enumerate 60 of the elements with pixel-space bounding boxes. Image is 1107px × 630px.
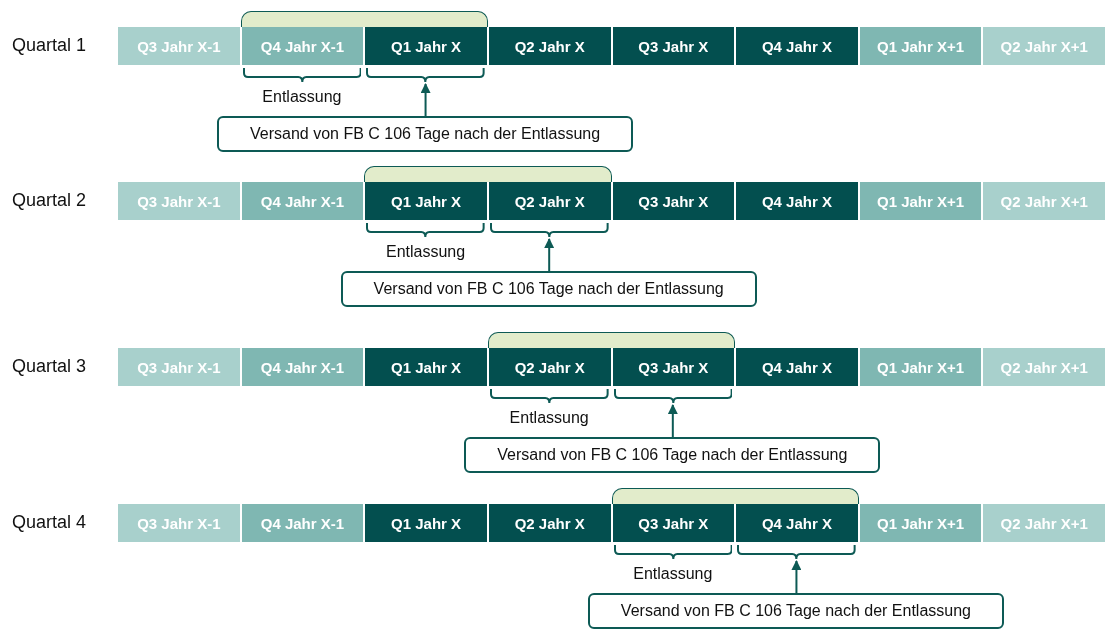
- quarter-cell: Q4 Jahr X-1: [241, 348, 364, 386]
- quarter-cell: Q3 Jahr X: [612, 348, 735, 386]
- bracket-label: Entlassung: [386, 243, 466, 261]
- highlight-tab: [611, 488, 859, 504]
- quarter-cell: Q1 Jahr X+1: [859, 182, 982, 220]
- callout-box: Versand von FB C 106 Tage nach der Entlassung: [587, 593, 1004, 629]
- quarter-cell: Q4 Jahr X: [736, 27, 858, 65]
- arrow: [544, 238, 555, 272]
- quarter-cell: Q2 Jahr X+1: [983, 504, 1105, 542]
- bracket-label: Entlassung: [633, 565, 713, 583]
- bracket-label: Entlassung: [262, 88, 342, 106]
- curly-bracket: [613, 545, 733, 561]
- quarter-cell: Q4 Jahr X: [736, 348, 858, 386]
- curly-bracket: [366, 68, 485, 84]
- quarter-cell: Q3 Jahr X: [612, 182, 735, 220]
- quarter-cell: Q4 Jahr X: [736, 504, 858, 542]
- quarter-cell: Q3 Jahr X: [612, 27, 735, 65]
- curly-bracket: [489, 223, 609, 239]
- highlight-tab: [487, 332, 736, 348]
- quarter-cell: Q3 Jahr X-1: [118, 348, 240, 386]
- arrow: [667, 404, 678, 438]
- row-label: Quartal 2: [12, 190, 87, 211]
- quarter-cell: Q4 Jahr X-1: [241, 504, 364, 542]
- highlight-tab: [240, 11, 488, 27]
- curly-bracket: [613, 389, 733, 405]
- curly-bracket: [366, 223, 485, 239]
- bracket-label: Entlassung: [509, 409, 589, 427]
- quarter-cell: Q2 Jahr X+1: [983, 348, 1105, 386]
- arrow: [420, 83, 431, 117]
- row-label: Quartal 1: [12, 35, 87, 56]
- row-label: Quartal 4: [12, 512, 87, 533]
- quarter-cell: Q4 Jahr X-1: [241, 27, 364, 65]
- quarter-cell: Q3 Jahr X-1: [118, 504, 240, 542]
- quarter-cell: Q2 Jahr X: [488, 182, 611, 220]
- quarter-cell: Q2 Jahr X: [488, 348, 611, 386]
- quarter-cell: Q2 Jahr X: [488, 27, 611, 65]
- quarter-cell: Q1 Jahr X: [365, 27, 487, 65]
- quarter-cell: Q4 Jahr X: [736, 182, 858, 220]
- quarter-cell: Q2 Jahr X+1: [983, 182, 1105, 220]
- curly-bracket: [489, 389, 609, 405]
- quarter-cell: Q1 Jahr X: [365, 348, 487, 386]
- quarter-cell: Q1 Jahr X+1: [859, 27, 982, 65]
- curly-bracket: [737, 545, 856, 561]
- row-label: Quartal 3: [12, 356, 87, 377]
- quarter-cell: Q3 Jahr X: [612, 504, 735, 542]
- callout-box: Versand von FB C 106 Tage nach der Entlassung: [464, 437, 881, 473]
- quarter-cell: Q3 Jahr X-1: [118, 182, 240, 220]
- quarter-cell: Q1 Jahr X+1: [859, 504, 982, 542]
- callout-box: Versand von FB C 106 Tage nach der Entlassung: [340, 271, 757, 307]
- highlight-tab: [364, 166, 612, 182]
- arrow: [791, 560, 802, 594]
- quarter-cell: Q1 Jahr X: [365, 182, 487, 220]
- quarter-cell: Q3 Jahr X-1: [118, 27, 240, 65]
- quarter-cell: Q1 Jahr X+1: [859, 348, 982, 386]
- quarter-cell: Q2 Jahr X+1: [983, 27, 1105, 65]
- curly-bracket: [242, 68, 362, 84]
- callout-box: Versand von FB C 106 Tage nach der Entlassung: [217, 116, 634, 152]
- quarter-cell: Q2 Jahr X: [488, 504, 611, 542]
- quarter-cell: Q1 Jahr X: [365, 504, 487, 542]
- quarter-cell: Q4 Jahr X-1: [241, 182, 364, 220]
